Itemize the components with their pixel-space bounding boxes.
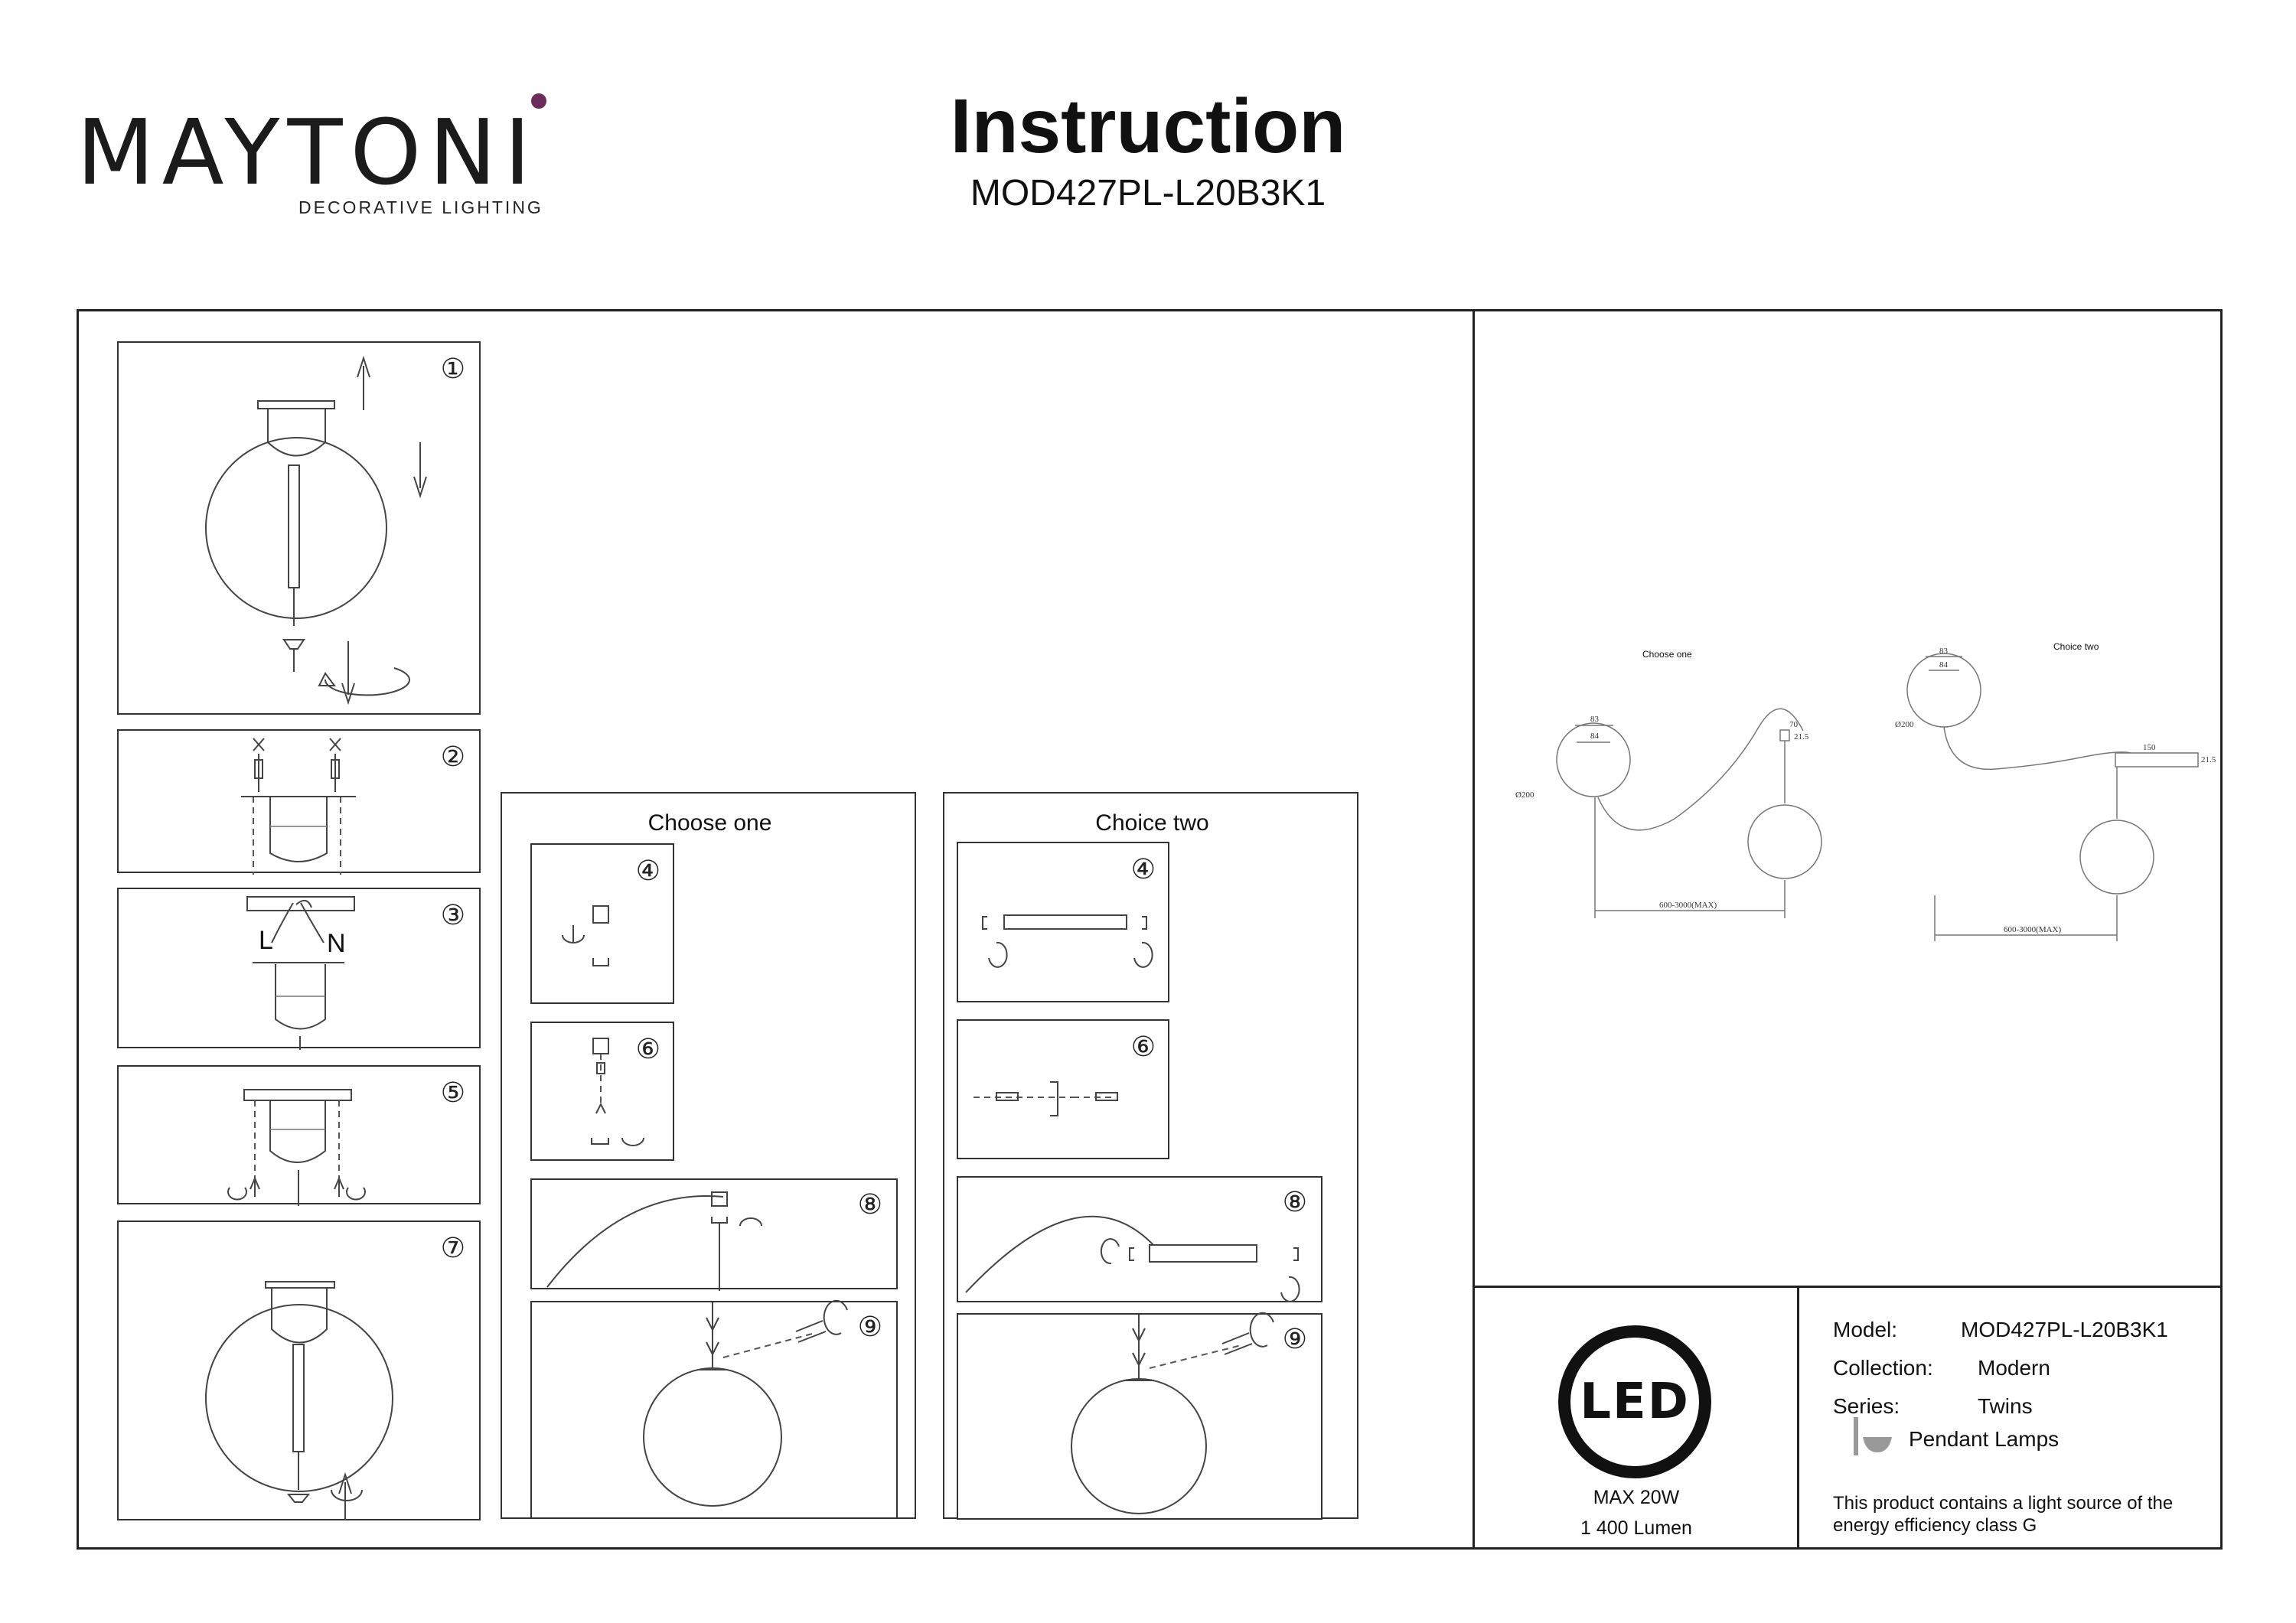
c1-step-6-illustration <box>591 1038 644 1146</box>
step-3-panel: ③ L N <box>117 888 481 1050</box>
frame-divider <box>1473 309 1475 1550</box>
step-number: ① <box>440 354 465 385</box>
c1-step-4-panel: ④ <box>530 843 674 1004</box>
dim-two-length: 600-3000(MAX) <box>2004 925 2061 934</box>
step-1-panel: ① <box>117 341 481 715</box>
c2-step-8-illustration <box>965 1215 1300 1302</box>
c2-step-4-panel: ④ <box>957 842 1169 1002</box>
category-label: Pendant Lamps <box>1909 1427 2060 1451</box>
step-number: ④ <box>1130 854 1156 885</box>
c2-step-9-panel: ⑨ <box>957 1312 1322 1520</box>
step-5-illustration <box>227 1089 366 1206</box>
c2-step-6-illustration <box>974 1081 1118 1116</box>
dim-one-length: 600-3000(MAX) <box>1659 901 1717 910</box>
step-1-illustration <box>205 355 427 706</box>
c2-step-9-illustration <box>1071 1312 1274 1514</box>
footer-col-divider <box>1797 1286 1799 1550</box>
dim-one-d2: 84 <box>1590 732 1600 741</box>
model-subtitle: MOD427PL-L20B3K1 <box>970 173 1326 213</box>
step-2-panel: ② <box>117 729 481 875</box>
dim-two-title: Choice two <box>2053 641 2099 652</box>
brand-tagline: DECORATIVE LIGHTING <box>298 197 543 217</box>
led-logo: LED <box>1580 1374 1690 1430</box>
choice-one-title: Choose one <box>647 810 772 836</box>
step-2-illustration <box>241 738 356 875</box>
step-number: ③ <box>440 900 465 931</box>
dim-two-small: 21.5 <box>2201 755 2216 764</box>
power-rating: MAX 20W <box>1593 1487 1680 1508</box>
dim-two-d2: 84 <box>1939 660 1949 670</box>
step-number: ⑧ <box>1282 1187 1307 1218</box>
spec-model-label: Model: <box>1833 1318 1898 1341</box>
spec-series-label: Series: <box>1833 1394 1900 1418</box>
brand-accent-dot <box>531 93 546 109</box>
step-number: ④ <box>635 855 660 887</box>
c1-step-4-illustration <box>562 905 609 966</box>
choice-two-title: Choice two <box>1095 810 1209 836</box>
brand-logo: MAYTONI DECORATIVE LIGHTING <box>77 93 551 222</box>
energy-note: This product contains a light source of … <box>1833 1493 2174 1536</box>
wire-live-label: L <box>259 926 273 955</box>
step-7-panel: ⑦ <box>117 1221 481 1520</box>
c1-step-8-panel: ⑧ <box>530 1178 898 1291</box>
step-5-panel: ⑤ <box>117 1065 481 1206</box>
dim-one-small: 21.5 <box>1794 732 1809 741</box>
dim-one-title: Choose one <box>1642 649 1692 660</box>
spec-model-value: MOD427PL-L20B3K1 <box>1961 1318 2168 1341</box>
lumen-rating: 1 400 Lumen <box>1580 1517 1692 1539</box>
wire-neutral-label: N <box>327 929 346 958</box>
c2-step-6-panel: ⑥ <box>957 1019 1169 1159</box>
pendant-lamp-icon <box>1854 1417 1892 1455</box>
spec-collection-label: Collection: <box>1833 1356 1933 1380</box>
c1-step-9-illustration <box>643 1299 848 1507</box>
step-number: ⑤ <box>440 1077 465 1109</box>
step-number: ⑥ <box>1130 1031 1156 1063</box>
spec-collection-value: Modern <box>1978 1356 2050 1380</box>
dimension-drawing-area: Choose one Choice two 83 84 Ø200 600-300… <box>1476 314 2219 1282</box>
led-badge: LED <box>1558 1325 1711 1478</box>
step-number: ⑥ <box>635 1034 660 1065</box>
dim-one-bracket: 70 <box>1789 720 1799 729</box>
step-number: ⑨ <box>857 1312 882 1343</box>
dim-two-diameter: Ø200 <box>1895 720 1914 729</box>
spec-series-value: Twins <box>1978 1394 2033 1418</box>
c2-step-8-panel: ⑧ <box>957 1176 1322 1302</box>
c1-step-8-illustration <box>546 1191 762 1291</box>
c2-step-4-illustration <box>982 914 1153 968</box>
step-3-illustration <box>246 896 355 1050</box>
footer-divider <box>1473 1286 2223 1288</box>
step-7-illustration <box>205 1281 393 1520</box>
step-number: ② <box>440 741 465 773</box>
step-number: ⑧ <box>857 1189 882 1221</box>
dim-two-d1: 83 <box>1939 647 1949 656</box>
brand-name: MAYTONI <box>77 99 539 205</box>
dim-one-diameter: Ø200 <box>1515 790 1534 800</box>
step-number: ⑦ <box>440 1233 465 1264</box>
dim-one-d1: 83 <box>1590 715 1600 724</box>
page-title: Instruction <box>950 83 1346 169</box>
step-number: ⑨ <box>1282 1324 1307 1355</box>
c1-step-9-panel: ⑨ <box>530 1299 898 1519</box>
dimension-diagrams: 83 84 Ø200 600-3000(MAX) 70 21.5 83 84 Ø… <box>1515 647 2216 941</box>
dim-two-bracket: 150 <box>2143 743 2156 752</box>
c1-step-6-panel: ⑥ <box>530 1022 674 1161</box>
